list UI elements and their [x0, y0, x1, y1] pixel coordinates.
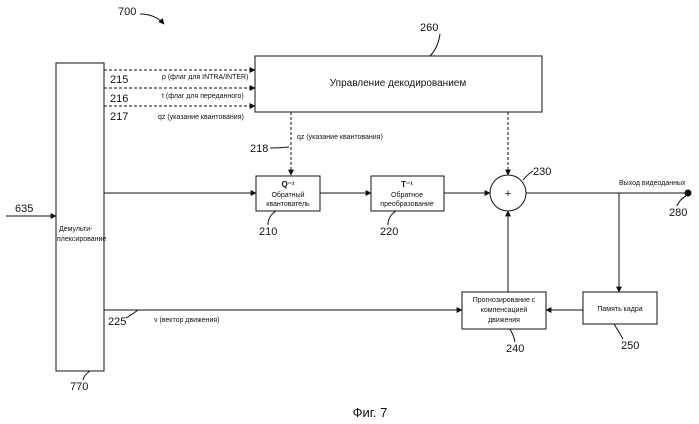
ref-240: 240	[506, 343, 524, 355]
demultiplexer-block	[56, 63, 104, 371]
signal-p-label: p (флаг для INTRA/INTER)	[162, 74, 248, 81]
ref-218-leader	[270, 147, 289, 148]
motion-vector-label: v (вектор движения)	[154, 317, 220, 324]
decoding-control-label: Управление декодированием	[330, 78, 467, 89]
mc-label-line3: движения	[488, 317, 520, 324]
ref-280: 280	[669, 207, 687, 219]
ref-260: 260	[420, 22, 438, 34]
ref-216: 216	[110, 93, 128, 105]
ref-635: 635	[15, 203, 33, 215]
inverse-transform-line2: преобразование	[380, 200, 434, 208]
inverse-quantizer-line2: квантователь	[266, 201, 310, 208]
inverse-quantizer-line1: Обратный	[271, 191, 304, 199]
ref-700-leader	[140, 14, 164, 24]
ref-280-leader	[677, 196, 686, 206]
ref-250-leader	[614, 324, 623, 339]
inverse-quantizer-symbol: Q⁻¹	[281, 180, 294, 189]
ref-770-leader	[83, 371, 90, 380]
signal-t-label: t (флаг для переданного)	[162, 93, 244, 100]
ref-230-leader	[523, 171, 533, 180]
ref-700: 700	[118, 6, 136, 18]
ref-210: 210	[259, 226, 277, 238]
mc-label-line2: компенсацией	[481, 306, 528, 314]
inverse-transform-symbol: T⁻¹	[401, 180, 413, 189]
signal-qz2-label: qz (указание квантования)	[297, 134, 383, 141]
ref-230: 230	[533, 166, 551, 178]
ref-225-leader	[126, 310, 138, 318]
frame-memory-label: Память кадра	[597, 306, 642, 313]
inverse-transform-line1: Обратное	[391, 191, 423, 199]
demux-label-line1: Демульти-	[59, 226, 93, 233]
demux-label-line2: плексирование	[57, 236, 106, 243]
ref-220-leader	[388, 211, 396, 225]
figure-caption: Фиг. 7	[353, 405, 388, 420]
ref-770: 770	[70, 381, 88, 393]
ref-215: 215	[110, 74, 128, 86]
ref-225: 225	[108, 316, 126, 328]
ref-220: 220	[380, 226, 398, 238]
video-output-label: Выход видеоданных	[619, 180, 686, 187]
ref-260-leader	[430, 34, 440, 56]
adder-symbol: +	[505, 188, 511, 200]
signal-qz-label: qz (указание квантования)	[158, 114, 244, 121]
ref-218: 218	[250, 143, 268, 155]
ref-240-leader	[510, 329, 515, 342]
ref-217: 217	[110, 111, 128, 123]
ref-250: 250	[621, 340, 639, 352]
mc-label-line1: Прогнозирование с	[473, 297, 536, 304]
output-terminal	[685, 190, 692, 197]
ref-210-leader	[268, 211, 276, 225]
